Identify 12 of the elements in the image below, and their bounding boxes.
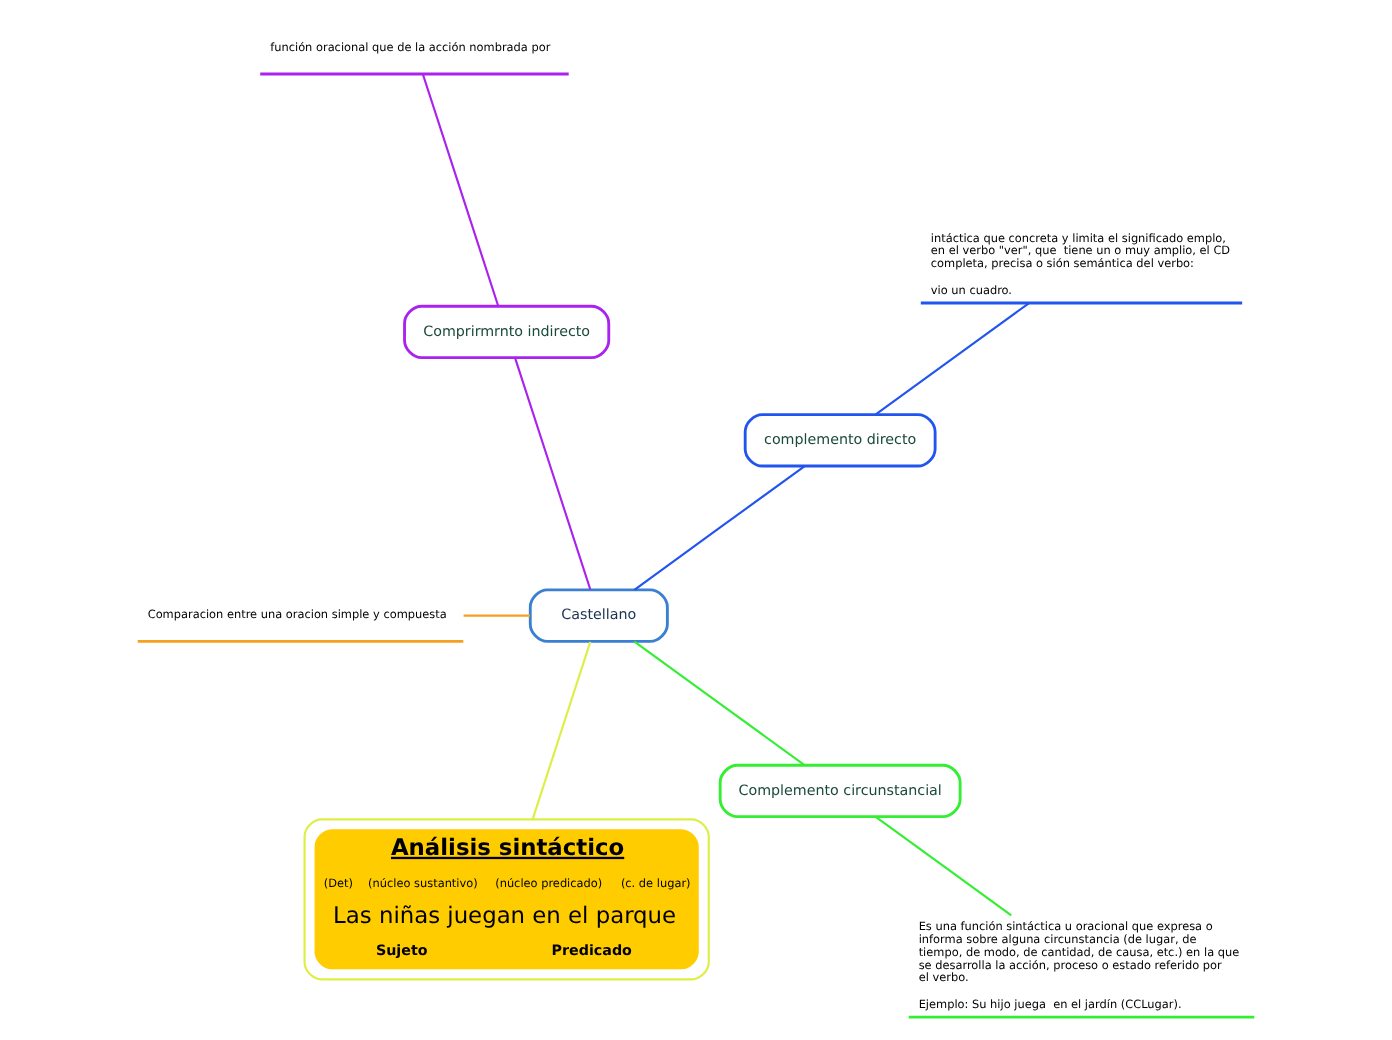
connector xyxy=(463,614,530,617)
connector xyxy=(875,302,1030,416)
connector xyxy=(421,73,500,307)
node-box: complemento directo xyxy=(743,413,937,468)
node-box: Complemento circunstancial xyxy=(718,763,962,819)
connector xyxy=(513,357,592,590)
connector xyxy=(633,640,805,766)
connector xyxy=(531,641,592,820)
node-box: Comprirmrnto indirecto xyxy=(403,304,611,360)
connector xyxy=(875,816,1012,917)
connector xyxy=(633,465,805,591)
node-box: Castellano xyxy=(528,588,669,643)
